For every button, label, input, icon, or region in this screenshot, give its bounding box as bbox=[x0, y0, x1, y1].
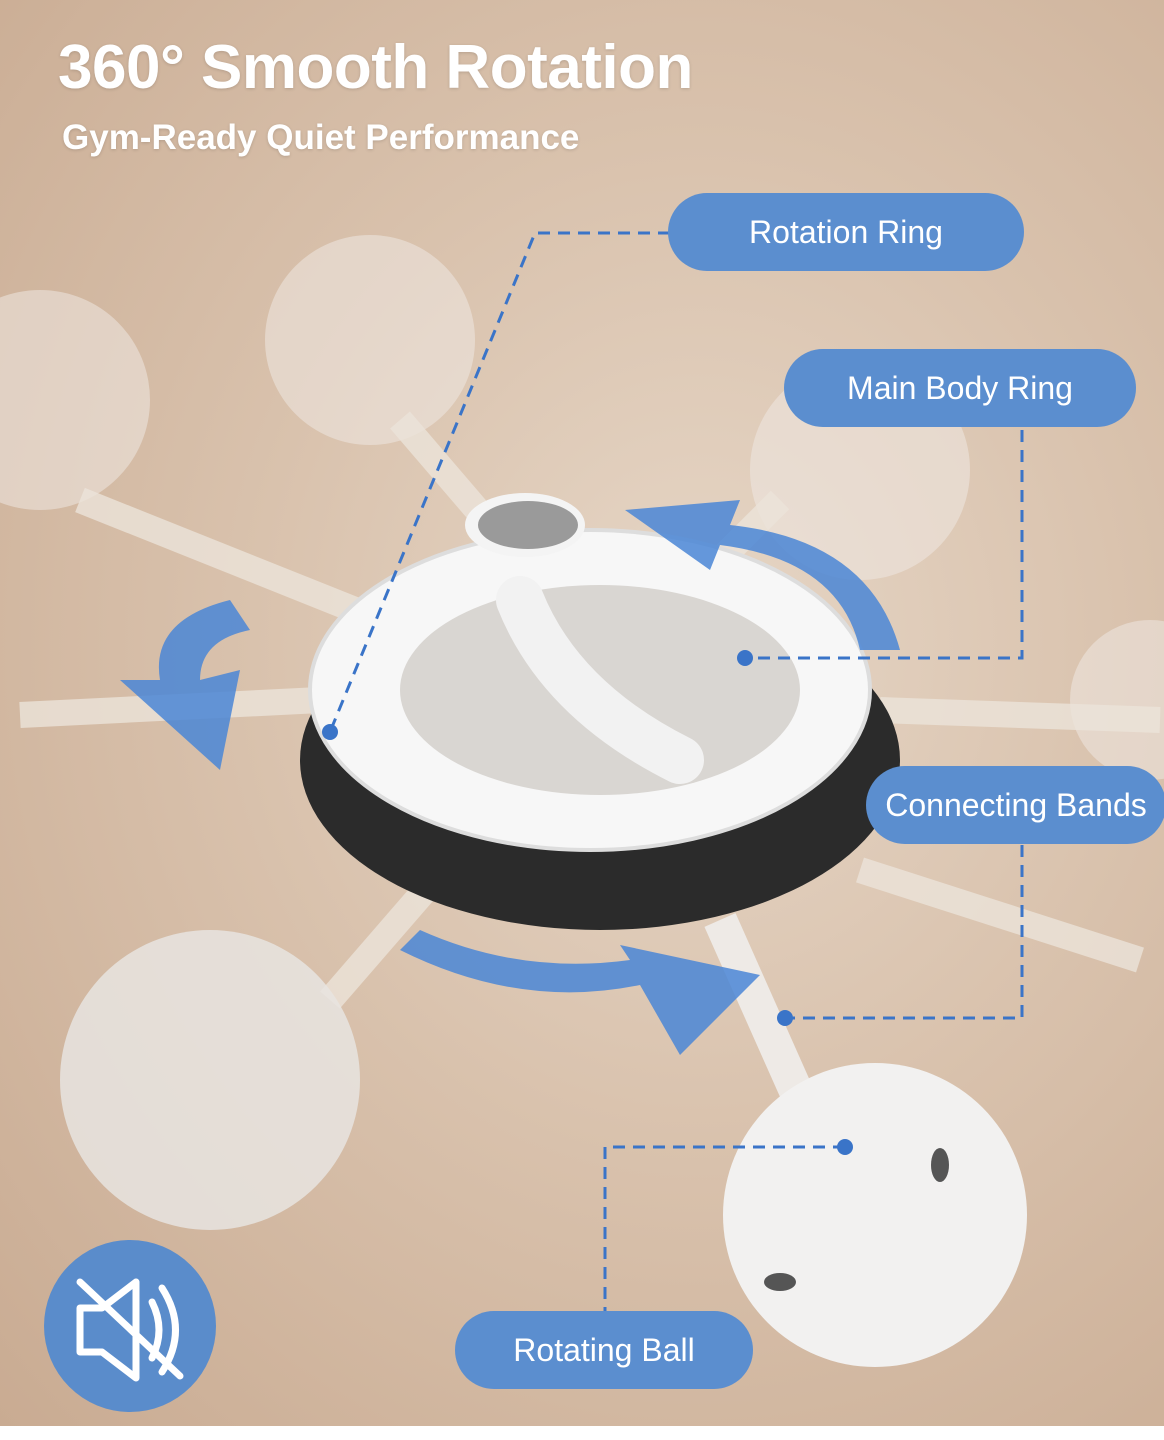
background-ball bbox=[0, 290, 150, 510]
leader-connecting-bands bbox=[785, 845, 1024, 1020]
background-ball bbox=[265, 235, 475, 445]
rotate-arrow-top bbox=[625, 500, 900, 650]
rotate-arrow-bottom bbox=[400, 930, 760, 1055]
leader-main-body-ring bbox=[745, 430, 1024, 660]
ball-hole bbox=[931, 1148, 949, 1182]
headline: 360° Smooth Rotation bbox=[58, 33, 693, 102]
callout-dot bbox=[322, 724, 338, 740]
band bbox=[856, 857, 1144, 973]
left-ball bbox=[60, 930, 360, 1230]
label-connecting-bands: Connecting Bands bbox=[866, 766, 1164, 844]
rotating-ball bbox=[723, 1063, 1027, 1367]
band bbox=[75, 487, 385, 633]
rotation-knob-cap bbox=[478, 501, 578, 549]
subheadline: Gym-Ready Quiet Performance bbox=[62, 118, 580, 157]
front-band bbox=[704, 913, 816, 1107]
leader-rotation-ring bbox=[328, 231, 670, 733]
label-main-body-ring: Main Body Ring bbox=[784, 349, 1136, 427]
background-ball bbox=[1070, 620, 1164, 780]
speaker-muted-icon bbox=[76, 1278, 184, 1382]
mute-badge bbox=[44, 1240, 216, 1412]
label-rotation-ring: Rotation Ring bbox=[668, 193, 1024, 271]
rotate-arrow-left bbox=[120, 600, 250, 770]
callout-dot bbox=[777, 1010, 793, 1026]
band bbox=[879, 697, 1161, 733]
label-rotating-ball: Rotating Ball bbox=[455, 1311, 753, 1389]
leader-rotating-ball bbox=[603, 1145, 845, 1315]
callout-dot bbox=[737, 650, 753, 666]
ball-hole bbox=[764, 1273, 796, 1291]
handle bbox=[496, 576, 704, 784]
callout-dot bbox=[837, 1139, 853, 1155]
